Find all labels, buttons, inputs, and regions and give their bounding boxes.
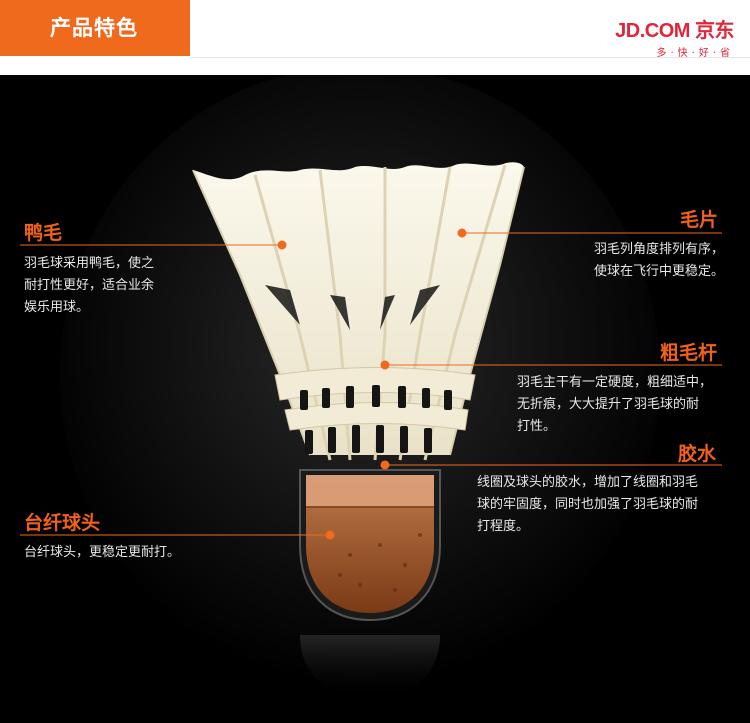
shuttlecock-illustration (20, 75, 722, 700)
tab-underline (0, 56, 190, 58)
jd-logo-text: JD.COM 京东 (615, 20, 734, 42)
feature-title-cork-head: 台纤球头 (24, 512, 101, 534)
callout-dot-feather-piece (457, 228, 467, 238)
feature-desc-feather-piece: 羽毛列角度排列有序， 使球在飞行中更稳定。 (593, 242, 724, 279)
feature-title-duck-feather: 鸭毛 (24, 222, 63, 244)
jd-logo-slogan: 多·快·好·省 (656, 48, 734, 59)
product-stage: 鸭毛 羽毛球采用鸭毛，使之 耐打性更好，适合业余 娱乐用球。 毛片 羽毛列角度排… (0, 75, 750, 723)
feature-title-thick-shaft: 粗毛杆 (660, 342, 718, 364)
feature-title-feather-piece: 毛片 (680, 209, 719, 231)
jd-logo[interactable]: JD.COM 京东 多·快·好·省 (615, 14, 734, 59)
cork-reflection (300, 635, 440, 700)
callout-lines (20, 228, 722, 540)
callout-dot-cork-head (325, 530, 335, 540)
callout-dot-thick-shaft (380, 360, 390, 370)
callout-dot-glue (380, 460, 390, 470)
callout-dot-duck-feather (277, 240, 287, 250)
feather-skirt (192, 162, 525, 461)
feature-title-glue: 胶水 (678, 443, 717, 465)
feature-desc-cork-head: 台纤球头，更稳定更耐打。 (24, 545, 181, 560)
feature-desc-duck-feather: 羽毛球采用鸭毛，使之 耐打性更好，适合业余 娱乐用球。 (24, 256, 155, 315)
section-title: 产品特色 (50, 16, 138, 40)
cork-head (299, 469, 441, 622)
feature-desc-glue: 线圈及球头的胶水，增加了线圈和羽毛 球的牢固度，同时也加强了羽毛球的耐 打程度。 (477, 475, 699, 534)
top-bar: 产品特色 JD.COM 京东 多·快·好·省 (0, 0, 750, 75)
section-title-tab: 产品特色 (0, 0, 190, 58)
feature-desc-thick-shaft: 羽毛主干有一定硬度，粗细适中， 无折痕，大大提升了羽毛球的耐 打性。 (517, 375, 713, 434)
top-divider (190, 57, 750, 58)
